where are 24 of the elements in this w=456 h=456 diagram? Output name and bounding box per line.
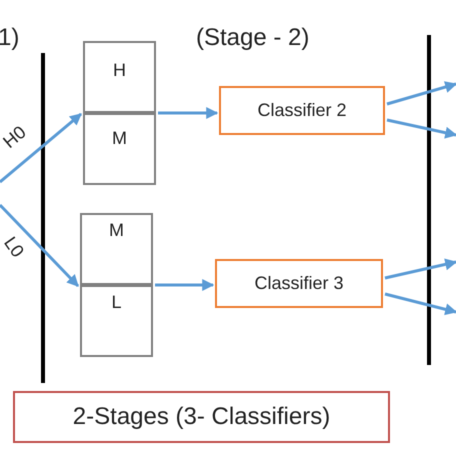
- arrow: [0, 112, 82, 184]
- class-box: [80, 213, 153, 285]
- node-label: Classifier 3: [254, 272, 344, 295]
- node-label: M: [109, 219, 124, 242]
- classifier-box: [215, 259, 383, 308]
- arrow: [386, 81, 456, 106]
- class-box: [83, 41, 156, 113]
- class-box: [83, 113, 156, 185]
- node-label: H: [113, 59, 126, 82]
- arrow: [384, 292, 456, 316]
- caption-box: [13, 391, 390, 443]
- arrow: [158, 107, 218, 119]
- class-box: [80, 285, 153, 357]
- arrow: [384, 258, 456, 280]
- node-label: M: [112, 127, 127, 150]
- node-label: L: [111, 291, 122, 314]
- stage-label: 1): [0, 26, 20, 50]
- arrow: [386, 118, 456, 139]
- node-label: 2-Stages (3- Classifiers): [72, 402, 330, 432]
- node-label: Classifier 2: [257, 99, 347, 122]
- arrow: [0, 204, 80, 288]
- classifier-box: [219, 86, 385, 135]
- arrow: [155, 279, 214, 291]
- stage-label: (Stage - 2): [196, 26, 310, 50]
